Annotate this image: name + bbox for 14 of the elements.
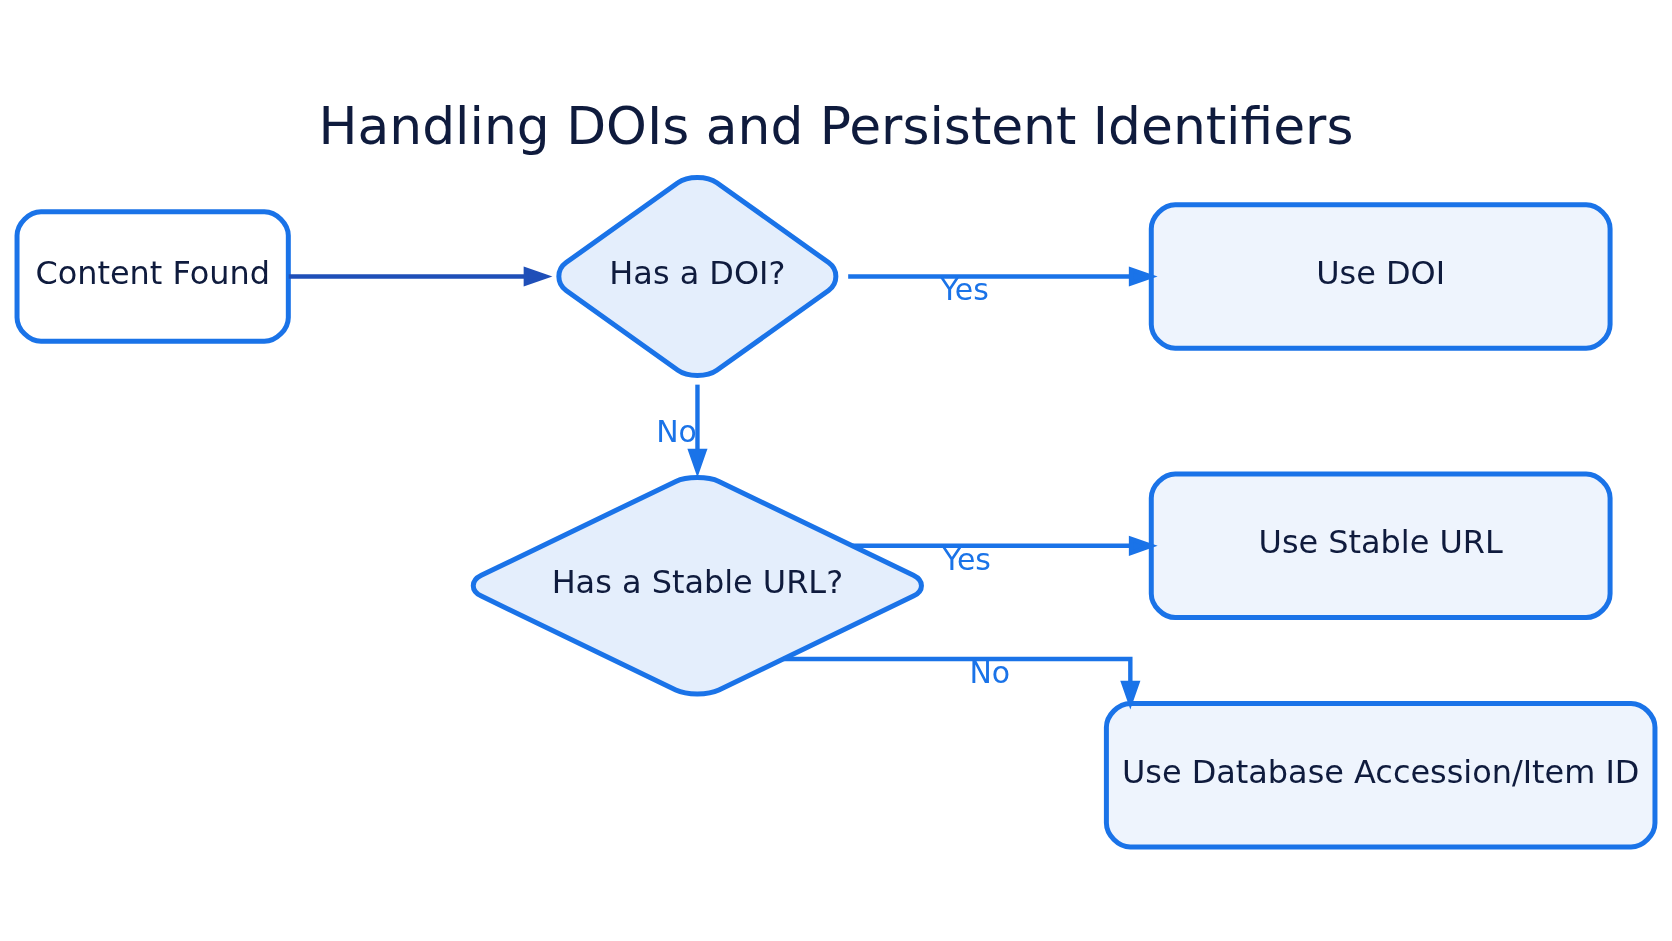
arrow <box>288 265 553 287</box>
edge-label: Yes <box>942 541 991 577</box>
arrow <box>852 535 1158 556</box>
arrow <box>848 265 1158 287</box>
node-box: Content Found <box>14 208 291 344</box>
arrow <box>687 384 708 477</box>
node-box: Use Database Accession/Item ID <box>1103 700 1658 849</box>
diagram-title: Handling DOIs and Persistent Identifiers <box>318 95 1354 156</box>
edge-label: No <box>969 654 1011 690</box>
arrow <box>783 656 1141 710</box>
edge-label: Yes <box>940 271 989 307</box>
node-box: Use Stable URL <box>1148 471 1613 620</box>
edge-label: No <box>656 413 697 449</box>
node-box: Use DOI <box>1148 201 1613 351</box>
